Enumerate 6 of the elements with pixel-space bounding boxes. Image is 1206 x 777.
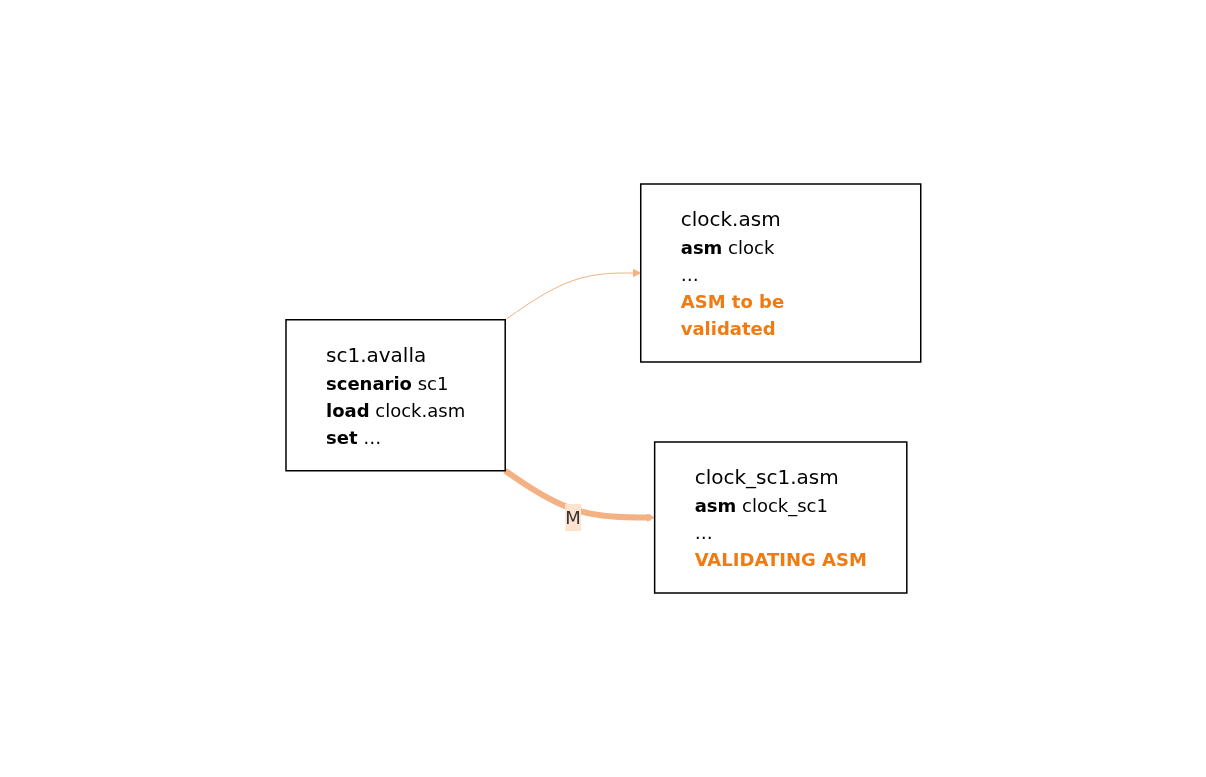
node-box: clock.asm asm clock … ASM to be validated	[639, 183, 922, 363]
arrow	[504, 268, 641, 321]
arrow	[503, 468, 655, 522]
edge-label: M	[564, 507, 581, 528]
node-box: clock_sc1.asm asm clock_sc1 … VALIDATING ASM	[653, 441, 908, 594]
node-box: sc1.avalla scenario sc1 load clock.asm set …	[284, 319, 506, 472]
